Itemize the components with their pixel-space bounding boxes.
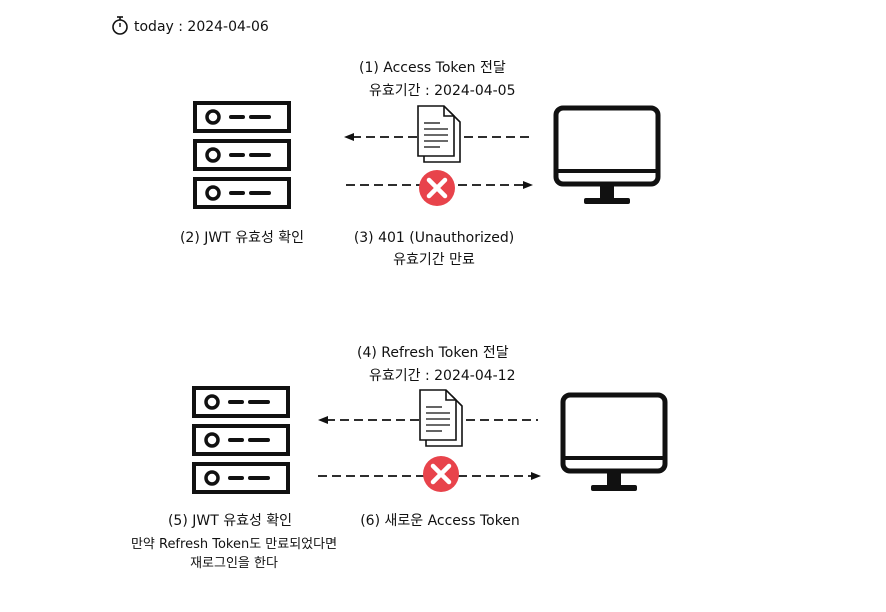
step6-label: (6) 새로운 Access Token [360,513,520,529]
step1-label: (1) Access Token 전달 [359,60,506,76]
today-label: today : 2024-04-06 [134,19,269,35]
document-icon [417,105,461,163]
document-icon [419,389,463,447]
step3-sub: 유효기간 만료 [393,252,475,268]
monitor-icon [563,395,665,491]
step5-note2: 재로그인을 한다 [190,556,278,571]
stopwatch-icon [112,16,128,35]
step3-label: (3) 401 (Unauthorized) [353,230,515,246]
step2-label: (2) JWT 유효성 확인 [179,230,305,246]
response-arrow-right [318,472,541,480]
reject-x-icon [423,456,459,492]
step4-label: (4) Refresh Token 전달 [357,345,509,361]
step5-note1: 만약 Refresh Token도 만료되었다면 [130,537,338,552]
server-icon [195,103,289,207]
reject-x-icon [419,170,455,206]
step5-label: (5) JWT 유효성 확인 [167,513,293,529]
step4-expiry: 유효기간 : 2024-04-12 [369,368,516,384]
step1-expiry: 유효기간 : 2024-04-05 [369,83,516,99]
server-icon [194,388,288,492]
monitor-icon [556,108,658,204]
